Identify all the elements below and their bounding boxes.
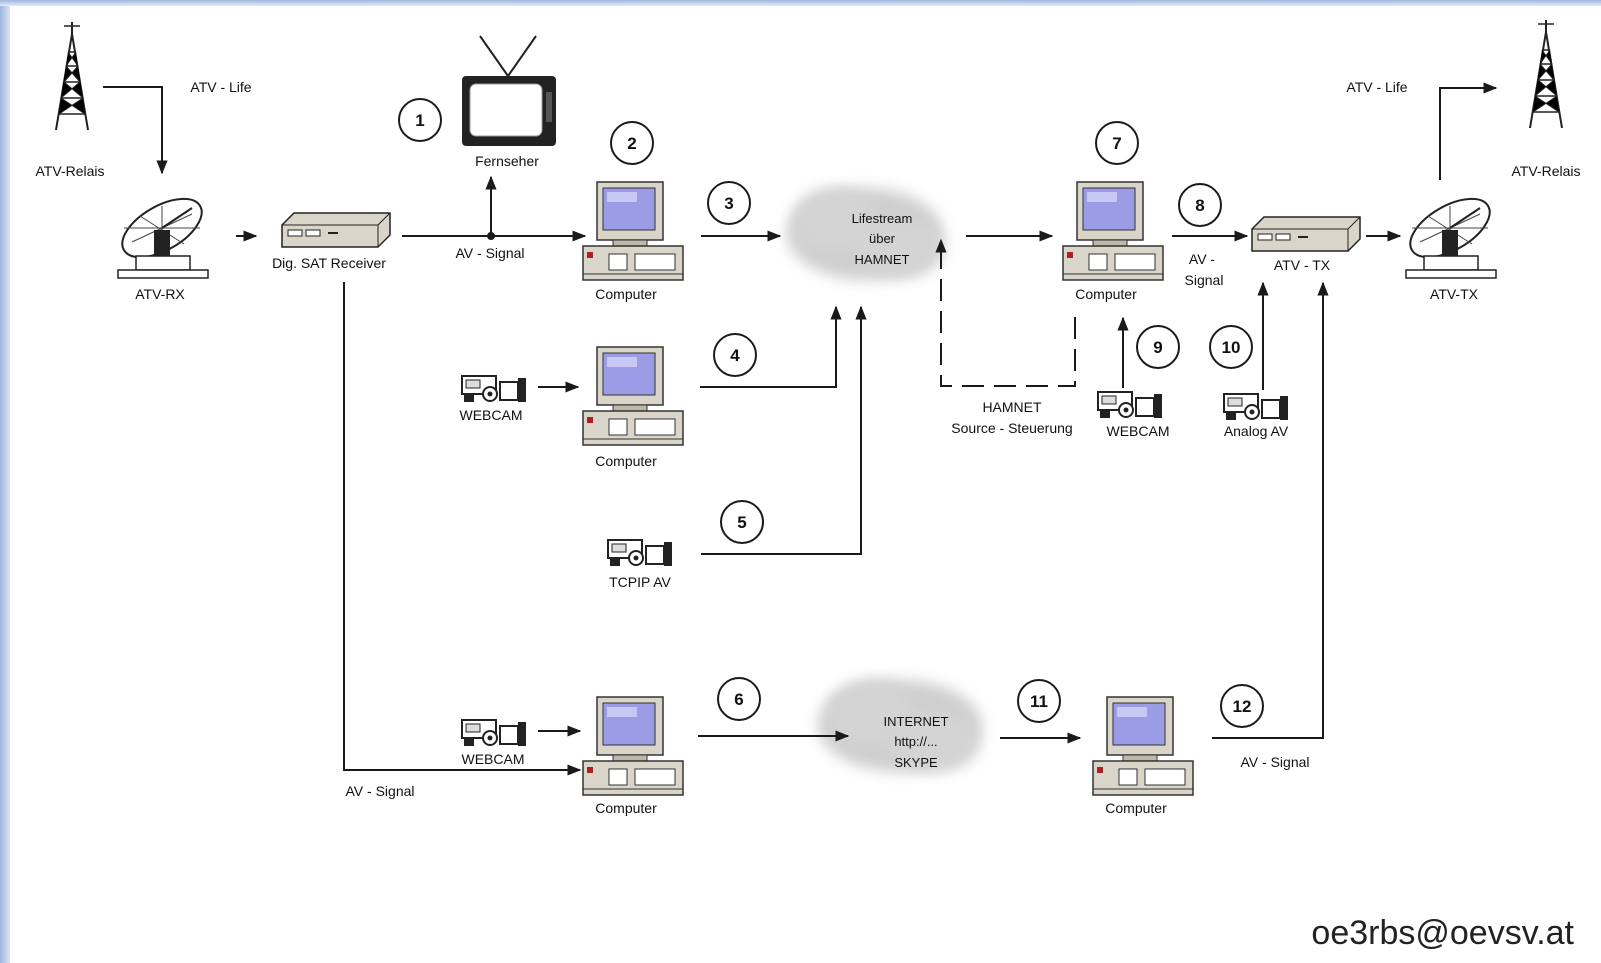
step-number-12: 12 xyxy=(1233,697,1252,716)
tcpip-camera-icon xyxy=(608,540,672,566)
link-relay-to-rx xyxy=(103,87,162,173)
step-number-8: 8 xyxy=(1195,196,1204,215)
television-icon xyxy=(462,36,556,146)
webcam-4-icon xyxy=(462,376,526,402)
atv-tx-box-icon xyxy=(1252,217,1360,251)
sat-receiver-icon xyxy=(282,213,390,247)
label-av-signal-8-1: AV - xyxy=(1189,251,1216,267)
computer-11-icon xyxy=(1093,697,1193,795)
computer-4-icon xyxy=(583,347,683,445)
label-av-signal-top: AV - Signal xyxy=(456,245,525,261)
computer-2-icon xyxy=(583,182,683,280)
link-dish-to-relay xyxy=(1440,88,1496,180)
atv-tx-dish-icon xyxy=(1401,187,1499,278)
label-cloud-internet-1: INTERNET xyxy=(884,714,949,729)
webcam-9-icon xyxy=(1098,392,1162,418)
label-cloud-hamnet-1: Lifestream xyxy=(852,211,913,226)
label-sat-receiver: Dig. SAT Receiver xyxy=(272,255,386,271)
label-atv-tx-dish: ATV-TX xyxy=(1430,286,1479,302)
label-webcam-6: WEBCAM xyxy=(462,751,525,767)
step-number-5: 5 xyxy=(737,513,746,532)
step-number-6: 6 xyxy=(734,690,743,709)
step-number-10: 10 xyxy=(1222,338,1241,357)
label-atv-life-right: ATV - Life xyxy=(1346,79,1407,95)
author-email: oe3rbs@oevsv.at xyxy=(1311,914,1574,952)
label-computer-6: Computer xyxy=(595,800,657,816)
computer-6-icon xyxy=(583,697,683,795)
label-webcam-9: WEBCAM xyxy=(1107,423,1170,439)
label-hamnet-control-1: HAMNET xyxy=(982,399,1042,415)
label-atv-relais-left: ATV-Relais xyxy=(36,163,105,179)
label-av-signal-12: AV - Signal xyxy=(1241,754,1310,770)
label-cloud-hamnet-2: über xyxy=(869,231,896,246)
label-atv-relais-right: ATV-Relais xyxy=(1512,163,1581,179)
label-atv-tx-box: ATV - TX xyxy=(1274,257,1331,273)
label-analog-av: Analog AV xyxy=(1224,423,1289,439)
label-cloud-internet-2: http://... xyxy=(894,734,937,749)
link-hamnet-control xyxy=(941,240,1075,386)
link-sat-to-computer6 xyxy=(344,282,580,770)
label-hamnet-control-2: Source - Steuerung xyxy=(951,420,1072,436)
atv-rx-dish-icon xyxy=(113,187,211,278)
webcam-6-icon xyxy=(462,720,526,746)
step-number-4: 4 xyxy=(730,346,740,365)
label-tcpip-av: TCPIP AV xyxy=(609,574,671,590)
atv-relais-left-tower-icon xyxy=(56,22,88,130)
step-number-2: 2 xyxy=(627,134,636,153)
label-computer-7: Computer xyxy=(1075,286,1137,302)
atv-relais-right-tower-icon xyxy=(1530,20,1562,128)
label-atv-rx: ATV-RX xyxy=(135,286,185,302)
step-number-7: 7 xyxy=(1112,134,1121,153)
label-computer-4: Computer xyxy=(595,453,657,469)
analog-camera-icon xyxy=(1224,394,1288,420)
label-computer-11: Computer xyxy=(1105,800,1167,816)
label-av-signal-8-2: Signal xyxy=(1185,272,1224,288)
label-cloud-internet-3: SKYPE xyxy=(894,755,938,770)
label-fernseher: Fernseher xyxy=(475,153,539,169)
junction-dot xyxy=(487,232,495,240)
step-number-11: 11 xyxy=(1030,692,1048,711)
label-atv-life-left: ATV - Life xyxy=(190,79,251,95)
step-number-3: 3 xyxy=(724,194,733,213)
label-computer-2: Computer xyxy=(595,286,657,302)
computer-7-icon xyxy=(1063,182,1163,280)
label-webcam-4: WEBCAM xyxy=(460,407,523,423)
step-number-1: 1 xyxy=(415,111,424,130)
label-cloud-hamnet-3: HAMNET xyxy=(855,252,910,267)
step-number-9: 9 xyxy=(1153,338,1162,357)
label-av-signal-bottom: AV - Signal xyxy=(346,783,415,799)
